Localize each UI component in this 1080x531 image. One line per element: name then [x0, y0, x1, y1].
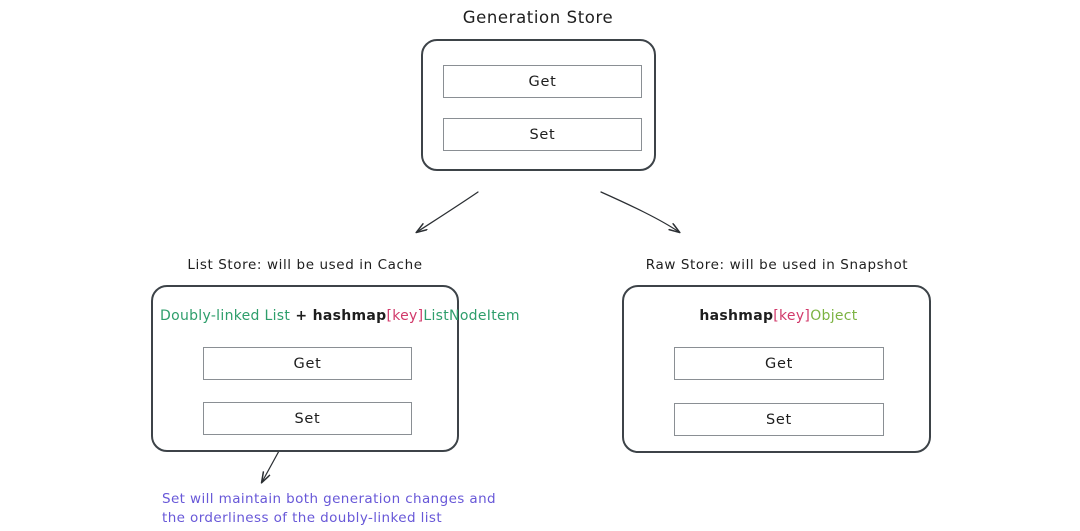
set-behaviour-annotation: Set will maintain both generation change… [162, 491, 497, 526]
schema-token-key: [key] [386, 308, 424, 324]
generation-store-box: Get Set [421, 39, 656, 171]
schema-token-value: ListNodeItem [423, 308, 520, 324]
page-title: Generation Store [462, 8, 614, 27]
generation-store-set-button[interactable]: Set [443, 118, 642, 151]
raw-store-get-button[interactable]: Get [674, 347, 884, 380]
list-store-set-label: Set [294, 410, 321, 427]
raw-store-get-label: Get [765, 355, 793, 372]
raw-store-schema: hashmap[key]Object [624, 307, 933, 325]
list-store-schema: Doubly-linked List + hashmap[key]ListNod… [160, 307, 520, 325]
raw-store-set-button[interactable]: Set [674, 403, 884, 436]
raw-store-caption: Raw Store: will be used in Snapshot [645, 257, 909, 273]
schema-token-hashmap: hashmap [312, 308, 387, 324]
schema-token-plus: + [290, 308, 313, 324]
raw-store-box: hashmap[key]Object Get Set [622, 285, 931, 453]
list-store-get-label: Get [293, 355, 322, 372]
generation-store-get-label: Get [528, 73, 557, 90]
list-store-get-button[interactable]: Get [203, 347, 412, 380]
generation-store-get-button[interactable]: Get [443, 65, 642, 98]
list-store-set-button[interactable]: Set [203, 402, 412, 435]
arrow-root-to-list-store [417, 191, 479, 232]
arrow-root-to-raw-store [600, 191, 679, 232]
schema-token-key: [key] [773, 308, 811, 324]
raw-store-set-label: Set [766, 411, 792, 428]
schema-token-value: Object [810, 308, 858, 324]
list-store-caption: List Store: will be used in Cache [187, 257, 423, 273]
schema-token-hashmap: hashmap [699, 308, 774, 324]
list-store-box: Doubly-linked List + hashmap[key]ListNod… [151, 285, 520, 452]
schema-token-structure: Doubly-linked List [160, 308, 291, 324]
generation-store-set-label: Set [529, 126, 556, 143]
